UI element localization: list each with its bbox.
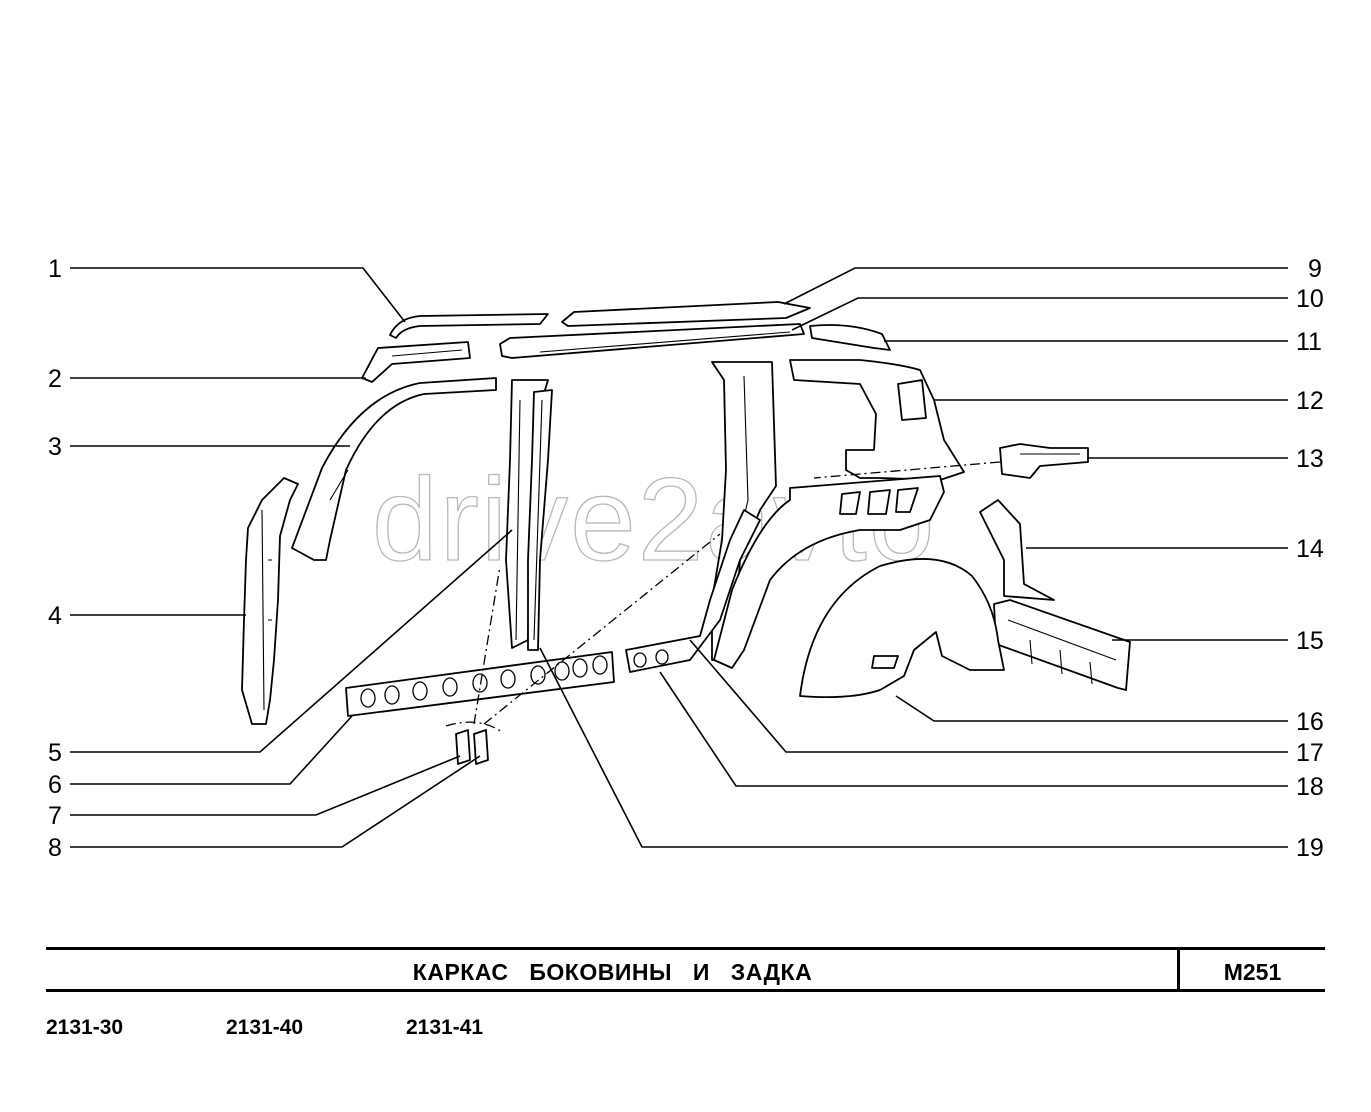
callout-14: 14 <box>1296 535 1324 563</box>
part-3-windshield-frame <box>291 377 497 561</box>
title-block: КАРКАС БОКОВИНЫ И ЗАДКА M251 <box>46 947 1325 992</box>
model-code-2: 2131-40 <box>226 1016 304 1039</box>
part-16-wheel-arch <box>799 558 1005 699</box>
parts-diagram: drive2avto <box>48 255 1324 862</box>
part-15-rear-floor-side <box>993 599 1131 691</box>
page-code: M251 <box>1223 959 1282 985</box>
model-code-3: 2131-41 <box>406 1016 484 1039</box>
title-divider <box>1177 950 1180 989</box>
callout-13: 13 <box>1296 445 1324 473</box>
part-14-reinforcement <box>979 499 1055 601</box>
callout-labels: 1 2 3 4 5 6 7 8 9 10 11 12 13 14 15 16 1… <box>48 255 1324 862</box>
part-18-rear-door-sill <box>625 509 761 673</box>
callout-3: 3 <box>48 433 62 461</box>
part-7-8-hinge-brackets <box>445 721 503 765</box>
callout-12: 12 <box>1296 387 1324 415</box>
callout-7: 7 <box>48 802 62 830</box>
part-1-roof-front-trim <box>389 313 549 339</box>
part-10-roof-side-rail <box>499 323 805 359</box>
callout-19: 19 <box>1296 834 1324 862</box>
callout-9: 9 <box>1308 255 1322 283</box>
callout-2: 2 <box>48 365 62 393</box>
page-title: КАРКАС БОКОВИНЫ И ЗАДКА <box>412 959 813 985</box>
callout-1: 1 <box>48 255 62 283</box>
callout-8: 8 <box>48 834 62 862</box>
callout-15: 15 <box>1296 627 1324 655</box>
assembly-arrows <box>473 461 1001 725</box>
callout-16: 16 <box>1296 708 1324 736</box>
callout-18: 18 <box>1296 773 1324 801</box>
callout-11: 11 <box>1296 328 1322 356</box>
part-2-roof-front-rail <box>361 341 471 383</box>
part-13-bracket <box>999 443 1089 479</box>
part-19-middle-pillar-outer <box>527 389 553 651</box>
part-11-roof-rear-corner <box>809 324 891 351</box>
leader-lines <box>70 267 1288 848</box>
callout-4: 4 <box>48 602 62 630</box>
part-4-front-pillar <box>241 477 299 725</box>
callout-10: 10 <box>1296 285 1324 313</box>
part-9-roof-side-trim <box>561 301 811 327</box>
model-code-1: 2131-30 <box>46 1016 124 1039</box>
callout-5: 5 <box>48 739 62 767</box>
callout-6: 6 <box>48 771 62 799</box>
part-rear-wheel-panel <box>713 475 945 669</box>
callout-17: 17 <box>1296 739 1324 767</box>
